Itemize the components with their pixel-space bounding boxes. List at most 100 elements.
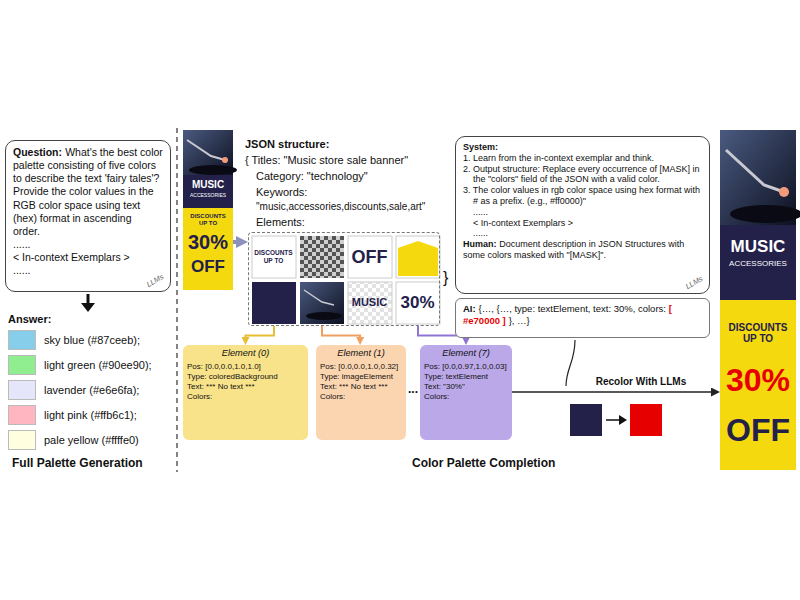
thumb-checker (348, 282, 392, 324)
json-field: Category: "technology" (256, 170, 368, 183)
prompt-text: What's the best color palette consisting… (13, 146, 163, 237)
json-value: "music,accessories,discounts,sale,art" (256, 201, 425, 213)
palette-entry: light pink (#ffb6c1); (8, 405, 137, 425)
system-prompt-box: System:1. Learn from the in-context exem… (455, 136, 710, 294)
banner-text: DISCOUNTS UP TO (188, 213, 228, 226)
banner-text: OFF (720, 414, 796, 446)
thumbnail-text: MUSIC (348, 282, 392, 324)
prompt-text: System: (463, 142, 702, 153)
palette-label: pale yellow (#ffffe0) (44, 434, 139, 446)
element-field: Text: "30%" (424, 382, 508, 392)
element-field: Text: *** No text *** (320, 382, 402, 392)
palette-label: lavender (#e6e6fa); (44, 384, 139, 396)
json-field: Keywords: (256, 186, 307, 199)
banner-illustration (183, 130, 237, 290)
prompt-box: Question:What's the best color palette c… (5, 140, 171, 292)
banner-text: OFF (183, 258, 233, 275)
old-color (570, 404, 602, 436)
banner-design: MUSICACCESSORIESDISCOUNTS UP TO30%OFF (183, 130, 233, 290)
thumbnail-text: DISCOUNTS UP TO (252, 236, 296, 278)
element-field: Colors: (320, 392, 402, 402)
palette-swatch (8, 430, 36, 450)
banner-text: 30% (183, 232, 233, 252)
prompt-text: 2. Output structure: Replace every occur… (463, 164, 702, 186)
json-field: Elements: (256, 216, 305, 229)
palette-swatch (8, 355, 36, 375)
element-grid: DISCOUNTS UP TO OFFMUSIC30% (248, 232, 440, 326)
response-text: AI: (463, 303, 476, 314)
element-card: Element (7)Pos: [0.0,0.97,1.0,0.03]Type:… (420, 345, 512, 440)
thumb-text (396, 282, 440, 324)
banner-text: DISCOUNTS UP TO (725, 322, 791, 344)
yellow-shape (398, 241, 438, 276)
answer-heading: Answer: (8, 313, 51, 326)
thumbnail-text: 30% (396, 282, 440, 324)
palette-entry: sky blue (#87ceeb); (8, 330, 140, 350)
prompt-text: LLMs (684, 274, 704, 291)
record-disc (306, 312, 342, 320)
thumb-checker (300, 236, 344, 278)
prompt-text: Human: (463, 239, 497, 249)
arrow-shaft (87, 294, 90, 304)
tone-arm (726, 150, 784, 192)
section-heading: JSON structure: (245, 138, 329, 151)
element-field: Type: coloredBackground (187, 372, 304, 382)
banner-text: MUSIC (183, 180, 233, 190)
prompt-text: < In-context Exemplars > (463, 218, 702, 229)
thumb-background (252, 282, 296, 324)
arrow-head (81, 303, 95, 312)
element-field: Pos: [0.0,0.97,1.0,0.03] (424, 362, 508, 372)
palette-entry: light green (#90ee90); (8, 355, 152, 375)
flow-arrow (322, 326, 360, 341)
palette-swatch (8, 380, 36, 400)
light-glow (779, 187, 789, 197)
palette-label: sky blue (#87ceeb); (44, 334, 140, 346)
element-field: Element (0) (187, 348, 304, 360)
element-field: Pos: [0.0,0.0,1.0,1.0] (187, 362, 304, 372)
palette-label: light pink (#ffb6c1); (44, 409, 137, 421)
section-divider (176, 128, 177, 472)
response-text: }, …} (509, 315, 530, 326)
json-field: { Titles: "Music store sale banner" (245, 154, 408, 167)
flow-arrow (233, 240, 242, 244)
response-text: {…, {…, type: textElement, text: 30%, co… (479, 303, 666, 314)
element-field: Colors: (187, 392, 304, 402)
element-field: Type: imageElement (320, 372, 402, 382)
new-color (630, 404, 662, 436)
palette-entry: pale yellow (#ffffe0) (8, 430, 139, 450)
element-field: Pos: [0.0,0.0,1.0,0.32] (320, 362, 402, 372)
banner-illustration (720, 130, 800, 470)
tone-arm (304, 290, 334, 305)
leader-line (566, 340, 575, 386)
light-glow (222, 157, 228, 163)
ai-response-box: AI:{…, {…, type: textElement, text: 30%,… (455, 298, 710, 338)
banner-yellow (720, 130, 796, 470)
ellipsis: ... (408, 382, 418, 396)
banner-yellow (183, 130, 233, 290)
prompt-text: ...... (463, 207, 702, 218)
thumb-text (252, 236, 296, 278)
thumbnail-text: OFF (348, 236, 392, 278)
tone-arm (187, 140, 225, 160)
element-field: Element (1) (320, 348, 402, 360)
banner-text: ACCESSORIES (720, 260, 796, 268)
json-brace: } (443, 268, 448, 287)
banner-text: 30% (720, 364, 796, 396)
prompt-text: < In-context Exemplars > (13, 251, 163, 264)
banner-text: MUSIC (720, 238, 796, 255)
section-caption: Full Palette Generation (12, 456, 143, 470)
recolor-illustration (566, 340, 662, 436)
palette-swatch (8, 330, 36, 350)
element-card: Element (1) Pos: [0.0,0.0,1.0,0.32]Type: … (316, 345, 406, 440)
recolored-banner: MUSIC ACCESSORIES DISCOUNTS UP TO 30% OFF (720, 130, 796, 470)
prompt-text: 3. The color values in rgb color space u… (463, 185, 702, 207)
element-field: Colors: (424, 392, 508, 402)
palette-swatch (8, 405, 36, 425)
down-arrow (81, 294, 95, 312)
arrow-shaft (606, 419, 620, 421)
palette-entry: lavender (#e6e6fa); (8, 380, 139, 400)
element-field: Text: *** No text *** (187, 382, 304, 392)
prompt-text: Question: (13, 146, 62, 158)
section-caption: Color Palette Completion (412, 456, 555, 470)
prompt-text: ...... (13, 264, 163, 277)
